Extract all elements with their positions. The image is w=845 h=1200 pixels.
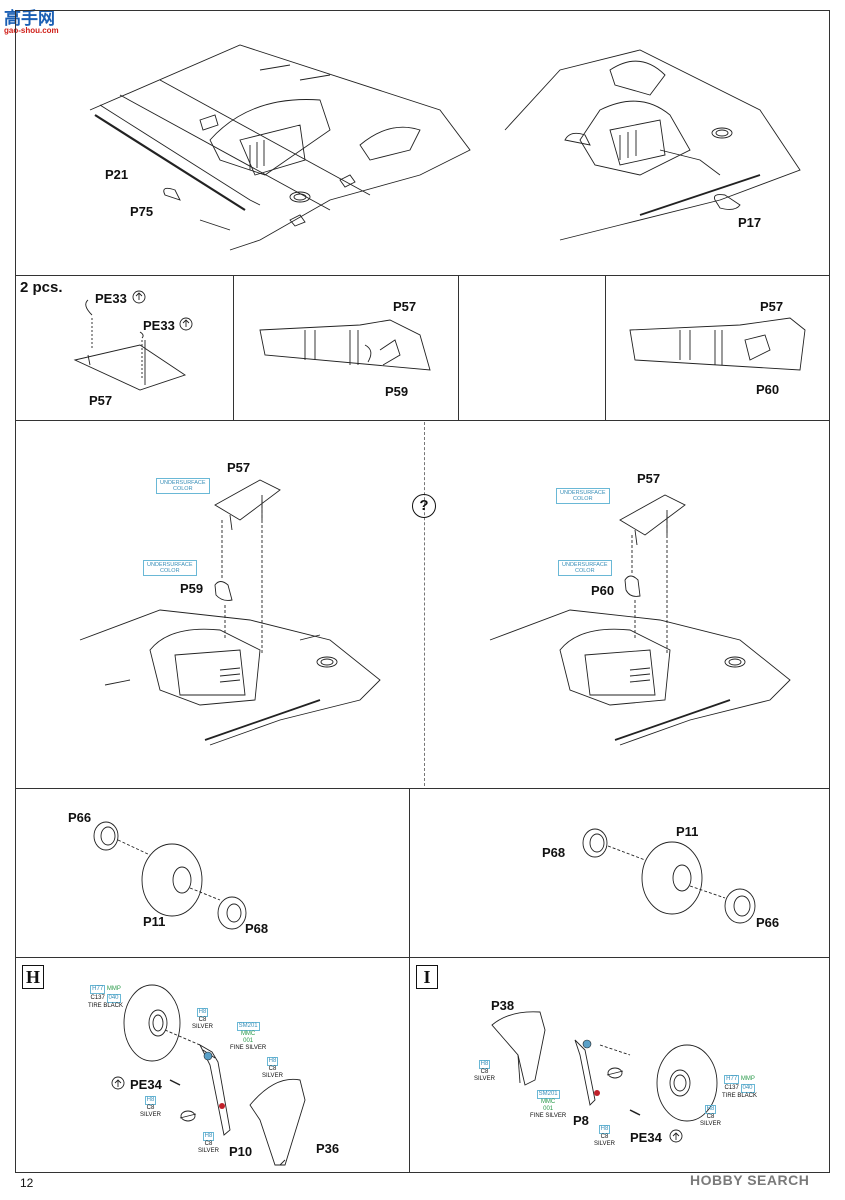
label-p38: P38 — [491, 998, 515, 1013]
label-p59-a: P59 — [385, 384, 409, 399]
label-p36: P36 — [316, 1141, 340, 1156]
question-mark-icon: ? — [412, 494, 436, 518]
label-p68-b: P68 — [542, 845, 566, 860]
label-pe33-a: PE33 — [95, 291, 127, 306]
label-p66-b: P66 — [756, 915, 780, 930]
label-p68-a: P68 — [245, 921, 269, 936]
label-p60-b: P60 — [591, 583, 615, 598]
label-p11-a: P11 — [143, 914, 166, 929]
page-frame — [15, 10, 830, 1173]
label-p57-c: P57 — [760, 299, 784, 314]
label-p57-d: P57 — [227, 460, 251, 475]
divider-v1 — [233, 275, 234, 420]
label-p8: P8 — [573, 1113, 589, 1128]
paint-h-tire: H77 MMP C137 040 TIRE BLACK — [88, 985, 124, 1009]
label-p21: P21 — [105, 167, 129, 182]
label-p57-a: P57 — [89, 393, 113, 408]
label-p11-b: P11 — [676, 824, 699, 839]
divider-v3 — [605, 275, 606, 420]
step-h-marker: H — [22, 965, 44, 989]
label-p66-a: P66 — [68, 810, 92, 825]
paint-i-tire: H77 MMP C137 040 TIRE BLACK — [722, 1075, 758, 1099]
divider-v2 — [458, 275, 459, 420]
footer-brand: HOBBY SEARCH — [690, 1172, 810, 1188]
watermark-logo: 高手网 — [4, 9, 55, 29]
page-number: 12 — [20, 1176, 34, 1190]
step-i-marker: I — [416, 965, 438, 989]
divider-dashed — [424, 422, 425, 786]
label-p10: P10 — [229, 1144, 253, 1159]
watermark-url: gao-shou.com — [4, 26, 59, 35]
label-p75: P75 — [130, 204, 154, 219]
label-pe33-b: PE33 — [143, 318, 175, 333]
label-p60-a: P60 — [756, 382, 780, 397]
label-p57-b: P57 — [393, 299, 417, 314]
label-pe34-a: PE34 — [130, 1077, 162, 1092]
label-p17: P17 — [738, 215, 762, 230]
qty-label: 2 pcs. — [20, 279, 63, 296]
divider-row4 — [15, 957, 830, 958]
divider-row1 — [15, 275, 830, 276]
divider-row3 — [15, 788, 830, 789]
divider-row2 — [15, 420, 830, 421]
label-p59-b: P59 — [180, 581, 204, 596]
label-p57-e: P57 — [637, 471, 661, 486]
label-pe34-b: PE34 — [630, 1130, 662, 1145]
divider-v4 — [409, 788, 410, 1173]
